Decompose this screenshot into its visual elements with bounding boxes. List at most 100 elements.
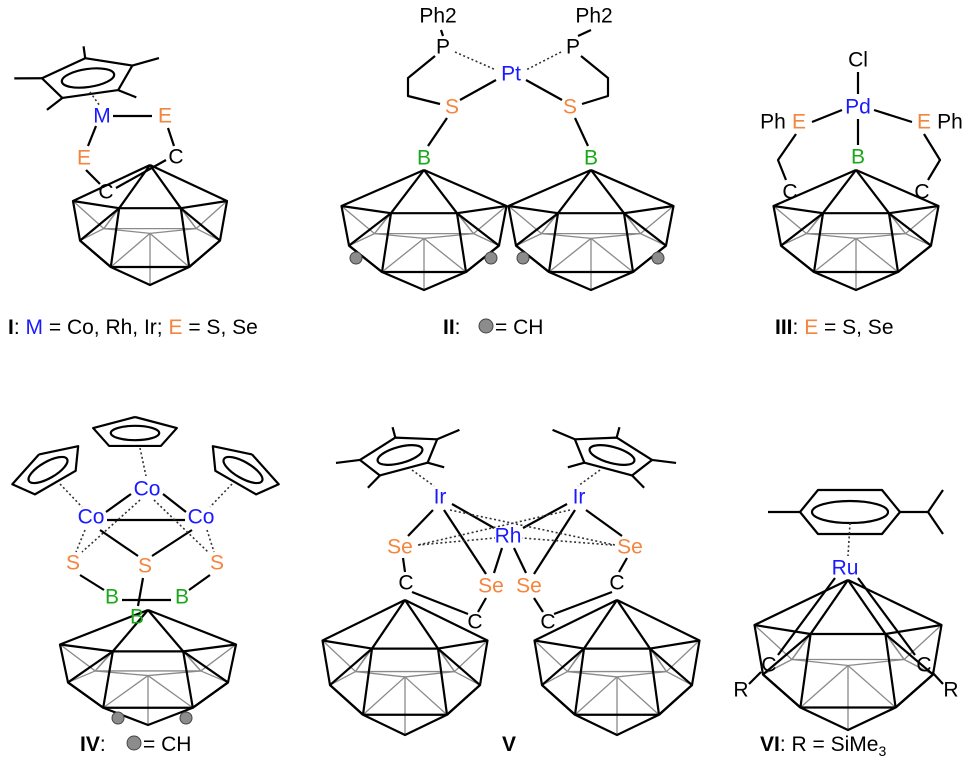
atom-B: B bbox=[175, 586, 189, 609]
atom-E: E bbox=[77, 147, 91, 170]
atom-M: M bbox=[93, 105, 111, 128]
cage-back-edge bbox=[95, 670, 149, 677]
bond bbox=[923, 133, 942, 181]
methyl-bond bbox=[82, 46, 87, 59]
cage-front-edge bbox=[183, 643, 237, 653]
cage-front-edge bbox=[616, 599, 651, 650]
atom-B: B bbox=[105, 586, 119, 609]
bond bbox=[166, 127, 176, 147]
methyl-bond bbox=[651, 458, 677, 465]
coordination-bond bbox=[454, 51, 497, 71]
ch-ball-legend bbox=[126, 735, 142, 751]
cage-front-edge bbox=[508, 204, 559, 215]
eta-bond bbox=[89, 91, 101, 107]
atom-C: C bbox=[782, 181, 797, 204]
ring-inner-circle bbox=[588, 444, 636, 466]
cage-front-edge bbox=[557, 169, 592, 214]
cage-front-edge bbox=[649, 639, 700, 650]
caption-II: II: bbox=[443, 316, 461, 339]
cage-front-edge bbox=[72, 199, 120, 210]
methyl-bond bbox=[46, 97, 63, 111]
cage-front-edge bbox=[885, 623, 942, 636]
bond bbox=[525, 79, 563, 101]
bond bbox=[522, 503, 568, 529]
cp-star-ring bbox=[14, 46, 160, 111]
cage-back-edge bbox=[102, 675, 149, 709]
substituent-R: R bbox=[943, 679, 958, 702]
atom-Co: Co bbox=[188, 506, 215, 529]
phenyl-label: Ph bbox=[937, 111, 963, 134]
bond bbox=[401, 557, 407, 573]
bond bbox=[811, 108, 843, 124]
cage-front-edge bbox=[799, 633, 812, 708]
atom-Ir: Ir bbox=[573, 486, 586, 509]
isopropyl-bond bbox=[927, 511, 944, 535]
cage-front-edge bbox=[822, 169, 857, 214]
coordination-bond bbox=[525, 51, 562, 71]
structure-IV: Co Co Co S S S B B B IV: = CH bbox=[66, 478, 224, 757]
substituent-R: R bbox=[733, 679, 748, 702]
phenyl2-label: Ph2 bbox=[419, 5, 456, 28]
cage-front-edge bbox=[192, 681, 229, 709]
cage-front-edge bbox=[404, 599, 439, 650]
structure-III: Cl Pd Ph E E Ph B C C III: E = S, Se bbox=[760, 49, 963, 340]
atom-C: C bbox=[168, 146, 183, 169]
atom-B: B bbox=[417, 147, 431, 170]
atom-E: E bbox=[158, 105, 172, 128]
bond bbox=[585, 509, 623, 537]
ring-outline bbox=[92, 415, 178, 448]
bond bbox=[105, 493, 132, 513]
atom-Cl: Cl bbox=[848, 49, 868, 72]
cage-outline bbox=[321, 599, 489, 737]
atom-Se: Se bbox=[617, 536, 643, 559]
ch-ball bbox=[349, 251, 363, 265]
cage-front-edge bbox=[888, 204, 939, 215]
cage-front-edge bbox=[658, 684, 693, 716]
atom-S: S bbox=[210, 552, 224, 575]
cage-front-edge bbox=[446, 684, 481, 716]
cage-back-edge bbox=[374, 232, 425, 240]
atom-Co: Co bbox=[134, 478, 161, 501]
cage-front-edge bbox=[109, 208, 121, 268]
ring-inner-circle bbox=[60, 67, 116, 89]
cage-back-edge bbox=[616, 670, 667, 678]
methyl-bond bbox=[567, 461, 585, 469]
atom-C: C bbox=[540, 611, 555, 634]
atom-C: C bbox=[609, 572, 624, 595]
bond bbox=[580, 55, 610, 106]
ring-outline bbox=[11, 445, 80, 496]
cage-back-edge bbox=[762, 658, 793, 676]
ch-ball bbox=[484, 251, 498, 265]
cage-front-edge bbox=[888, 212, 932, 247]
atom-C: C bbox=[467, 611, 482, 634]
caption-IV-text: = CH bbox=[143, 733, 191, 756]
methyl-bond bbox=[427, 461, 445, 469]
cage-front-edge bbox=[541, 684, 576, 716]
methyl-bond bbox=[631, 474, 645, 489]
cage-front-edge bbox=[79, 207, 120, 242]
cage-front-edge bbox=[348, 244, 383, 273]
cage-back-edge bbox=[806, 232, 857, 240]
cage-back-edge bbox=[855, 232, 906, 240]
atom-C: C bbox=[914, 181, 929, 204]
bond bbox=[85, 169, 101, 185]
cage-back-edge bbox=[754, 624, 793, 660]
structure-I: M E E C C I: M = Co, Rh, Ir; E = S, Se bbox=[8, 105, 258, 340]
cage-front-edge bbox=[573, 648, 586, 715]
cage-back-edge bbox=[903, 658, 934, 676]
ring-outline bbox=[40, 57, 134, 100]
cage-outline bbox=[71, 164, 229, 287]
atom-S: S bbox=[66, 552, 80, 575]
eta-bond bbox=[847, 522, 851, 557]
cage-front-edge bbox=[329, 684, 364, 716]
cage-front-edge bbox=[887, 213, 900, 273]
methyl-bond bbox=[14, 77, 42, 80]
ring-inner-circle bbox=[27, 455, 69, 485]
cage-back-edge bbox=[147, 675, 194, 709]
cage-back-edge bbox=[149, 227, 197, 235]
atom-Rh: Rh bbox=[495, 525, 522, 548]
bond bbox=[439, 29, 445, 37]
coordination-bond bbox=[81, 499, 141, 553]
ring-outline bbox=[358, 436, 439, 477]
ch-ball-legend bbox=[478, 318, 494, 334]
